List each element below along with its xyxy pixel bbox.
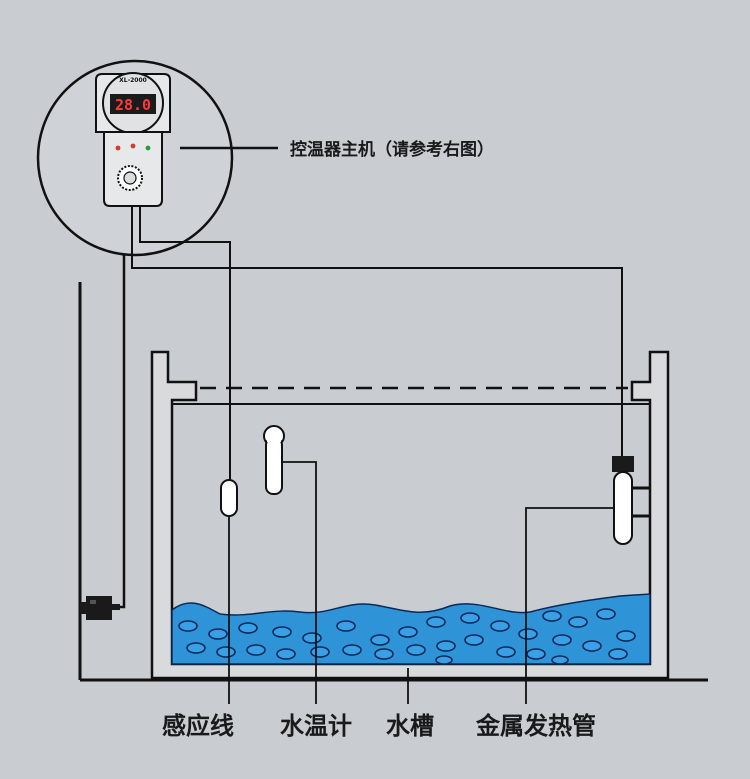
controller-model-label: XL-2000 (119, 77, 147, 84)
indicator-led-power-icon (115, 145, 121, 151)
indicator-led-heat-icon (130, 143, 136, 149)
heater-cable (131, 206, 623, 458)
water-tank (150, 350, 670, 680)
label-sensor: 感应线 (162, 712, 234, 740)
power-plug-icon (80, 596, 120, 620)
sensor-probe-icon (220, 479, 238, 517)
label-heater: 金属发热管 (475, 712, 596, 740)
water-bubbles (178, 608, 636, 665)
controller-callout-text: 控温器主机（请参考右图） (290, 139, 494, 160)
tank-left-wall (150, 350, 670, 680)
heater-leader-line (525, 507, 614, 704)
lcd-temperature-readout: 28.0 (115, 96, 151, 114)
thermometer-icon (263, 425, 285, 495)
temperature-controller (95, 72, 171, 207)
label-tank: 水槽 (386, 712, 434, 740)
power-cable (120, 215, 126, 609)
label-thermometer: 水温计 (280, 712, 352, 740)
indicator-led-ok-icon (145, 145, 151, 151)
thermometer-leader-line (282, 461, 317, 704)
heater-icon (612, 456, 650, 545)
sensor-cable (139, 206, 231, 480)
lcd-display (110, 94, 156, 114)
